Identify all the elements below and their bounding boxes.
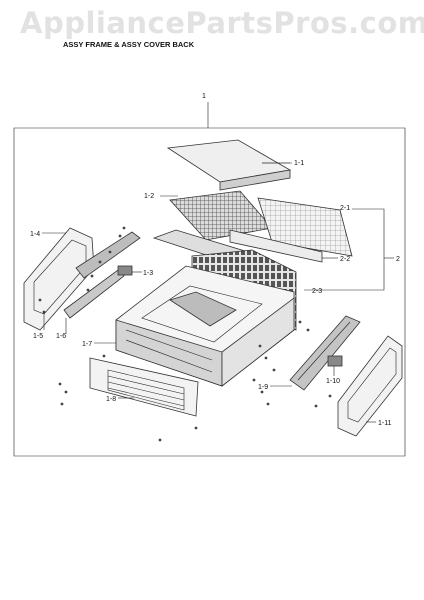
part-front-panel [89, 357, 199, 417]
callout-2-3: 2-3 [312, 288, 322, 295]
callout-1-11: 1-11 [378, 420, 392, 427]
part-left-side-panel [23, 227, 95, 331]
callout-2-2: 2-2 [340, 256, 350, 263]
callout-1-8: 1-8 [106, 396, 116, 403]
callout-1-10: 1-10 [326, 378, 340, 385]
callout-1-4: 1-4 [30, 231, 40, 238]
callout-1-5: 1-5 [33, 333, 43, 340]
part-small-bracket [117, 265, 133, 276]
assembly-boundary [13, 102, 406, 457]
watermark-logo: AppliancePartsPros.com [20, 6, 424, 40]
callout-1-2: 1-2 [144, 193, 154, 200]
callout-1-6: 1-6 [56, 333, 66, 340]
callout-1-1: 1-1 [294, 160, 304, 167]
diagram-title: ASSY FRAME & ASSY COVER BACK [63, 40, 195, 49]
part-back-plate [229, 229, 323, 263]
callout-1-3: 1-3 [143, 270, 153, 277]
callout-2: 2 [396, 256, 400, 263]
callout-1-7: 1-7 [82, 341, 92, 348]
part-top-cover [166, 139, 292, 191]
leader-lines [42, 162, 394, 423]
part-right-bracket [327, 355, 343, 367]
part-right-rail [289, 315, 361, 391]
part-filter-panel [257, 197, 353, 257]
callout-1: 1 [202, 93, 206, 100]
callout-1-9: 1-9 [258, 384, 268, 391]
callout-2-1: 2-1 [340, 205, 350, 212]
screws [38, 226, 332, 442]
part-left-rail [63, 231, 141, 319]
part-right-side-panel [337, 335, 403, 437]
part-main-frame [115, 265, 295, 387]
